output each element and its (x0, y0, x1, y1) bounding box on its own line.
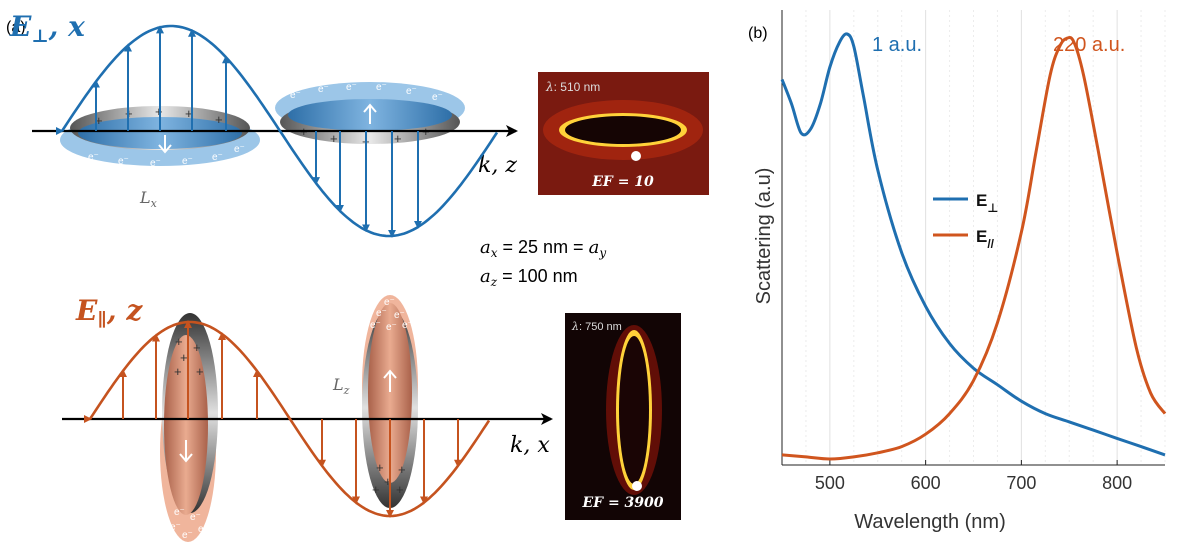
svg-text:e⁻: e⁻ (290, 90, 301, 101)
series-line-perp (780, 32, 1166, 457)
nearfield-inset-510: λ: 510 nm EF = 10 (538, 72, 709, 195)
svg-text:e⁻: e⁻ (198, 524, 209, 535)
panel-a-label: (a) (6, 19, 26, 36)
x-axis-label: Wavelength (nm) (854, 511, 1006, 533)
svg-text:e⁻: e⁻ (406, 86, 417, 97)
probe-point-2-icon (632, 481, 642, 491)
peak-label-par: 220 a.u. (1053, 34, 1125, 56)
svg-text:e⁻: e⁻ (212, 152, 223, 163)
svg-text:+: + (398, 462, 406, 477)
svg-text:e⁻: e⁻ (386, 322, 397, 333)
svg-text:e⁻: e⁻ (88, 152, 99, 163)
x-tick-label: 600 (911, 473, 941, 493)
top-field-label: E⊥, x (9, 10, 85, 47)
svg-text:+: + (193, 340, 201, 355)
svg-text:+: + (174, 364, 182, 379)
probe-point-icon (631, 151, 641, 161)
svg-text:e⁻: e⁻ (384, 297, 395, 308)
svg-text:e⁻: e⁻ (150, 158, 161, 169)
svg-text:e⁻: e⁻ (190, 512, 201, 523)
x-tick-label: 700 (1006, 473, 1036, 493)
top-field-wave (60, 24, 499, 238)
svg-text:+: + (155, 104, 163, 119)
svg-text:+: + (384, 474, 392, 489)
legend-label-perp: E⊥ (976, 191, 998, 215)
svg-text:+: + (376, 460, 384, 475)
svg-text:e⁻: e⁻ (402, 320, 413, 331)
svg-text:e⁻: e⁻ (318, 84, 329, 95)
bottom-field-arrows (119, 320, 462, 518)
dimension-labels: ax = 25 nm = ay az = 100 nm (480, 237, 606, 289)
enhancement-factor-10: EF = 10 (591, 174, 654, 190)
charge-plus-bottom: + + + + + + + + + + (174, 334, 406, 497)
svg-text:e⁻: e⁻ (182, 530, 193, 541)
svg-text:+: + (185, 106, 193, 121)
legend-label-par: E// (976, 227, 995, 251)
y-axis-label: Scattering (a.u) (753, 168, 775, 305)
x-ticks: 500 600 700 800 (815, 460, 1132, 493)
svg-text:+: + (396, 482, 404, 497)
bottom-wave-diagram: E∥, z + + + + + + + + + + e⁻ e⁻ e⁻ e⁻ e⁻… (62, 294, 553, 542)
top-propagation-label: k, z (478, 153, 517, 178)
svg-text:+: + (372, 482, 380, 497)
svg-text:ax = 25 nm = ay: ax = 25 nm = ay (480, 237, 606, 260)
svg-text:+: + (330, 131, 338, 146)
scattering-chart: 500 600 700 800 Wavelength (nm) Scattering … (753, 10, 1167, 533)
nanorod-2 (368, 303, 412, 483)
nearfield-inset-750: λ: 750 nm EF = 3900 (565, 313, 681, 520)
svg-text:e⁻: e⁻ (394, 310, 405, 321)
svg-text:e⁻: e⁻ (182, 156, 193, 167)
enhancement-factor-3900: EF = 3900 (581, 495, 663, 511)
panel-b-label: (b) (748, 25, 768, 42)
svg-text:+: + (215, 112, 223, 127)
series-line-par (781, 35, 1167, 461)
inset-wavelength-750: λ: 750 nm (571, 320, 622, 333)
nanodisk-1 (78, 117, 242, 149)
bottom-field-label: E∥, z (75, 294, 143, 331)
svg-text:e⁻: e⁻ (346, 82, 357, 93)
chart-gridlines (805, 10, 1166, 465)
top-wave-diagram: E⊥, x e⁻ e⁻ e⁻ e⁻ e⁻ e⁻ e⁻ e⁻ e⁻ e⁻ e⁻ e… (9, 10, 518, 238)
electron-labels-top: e⁻ e⁻ e⁻ e⁻ e⁻ e⁻ e⁻ e⁻ e⁻ e⁻ e⁻ e⁻ (88, 82, 443, 169)
svg-text:e⁻: e⁻ (376, 82, 387, 93)
svg-text:+: + (394, 131, 402, 146)
svg-text:+: + (175, 334, 183, 349)
inset-wavelength-510: λ: 510 nm (545, 80, 600, 94)
top-field-arrows (92, 25, 422, 238)
x-tick-label: 800 (1102, 473, 1132, 493)
svg-text:e⁻: e⁻ (370, 320, 381, 331)
svg-text:+: + (95, 113, 103, 128)
svg-text:e⁻: e⁻ (118, 156, 129, 167)
svg-text:e⁻: e⁻ (432, 92, 443, 103)
svg-text:e⁻: e⁻ (174, 507, 185, 518)
svg-text:az = 100 nm: az = 100 nm (480, 266, 578, 289)
electron-labels-bottom: e⁻ e⁻ e⁻ e⁻ e⁻ e⁻ e⁻ e⁻ e⁻ e⁻ e⁻ (170, 297, 413, 541)
bottom-propagation-label: k, x (510, 433, 550, 458)
svg-text:e⁻: e⁻ (170, 522, 181, 533)
peak-label-perp: 1 a.u. (872, 34, 922, 56)
x-tick-label: 500 (815, 473, 845, 493)
svg-text:e⁻: e⁻ (376, 308, 387, 319)
length-label-x: Lx (139, 188, 158, 210)
svg-text:+: + (196, 364, 204, 379)
svg-text:e⁻: e⁻ (234, 144, 245, 155)
svg-text:+: + (180, 350, 188, 365)
length-label-z: Lz (332, 375, 350, 397)
legend: E⊥ E// (933, 191, 998, 251)
nanorod-1 (164, 335, 208, 515)
